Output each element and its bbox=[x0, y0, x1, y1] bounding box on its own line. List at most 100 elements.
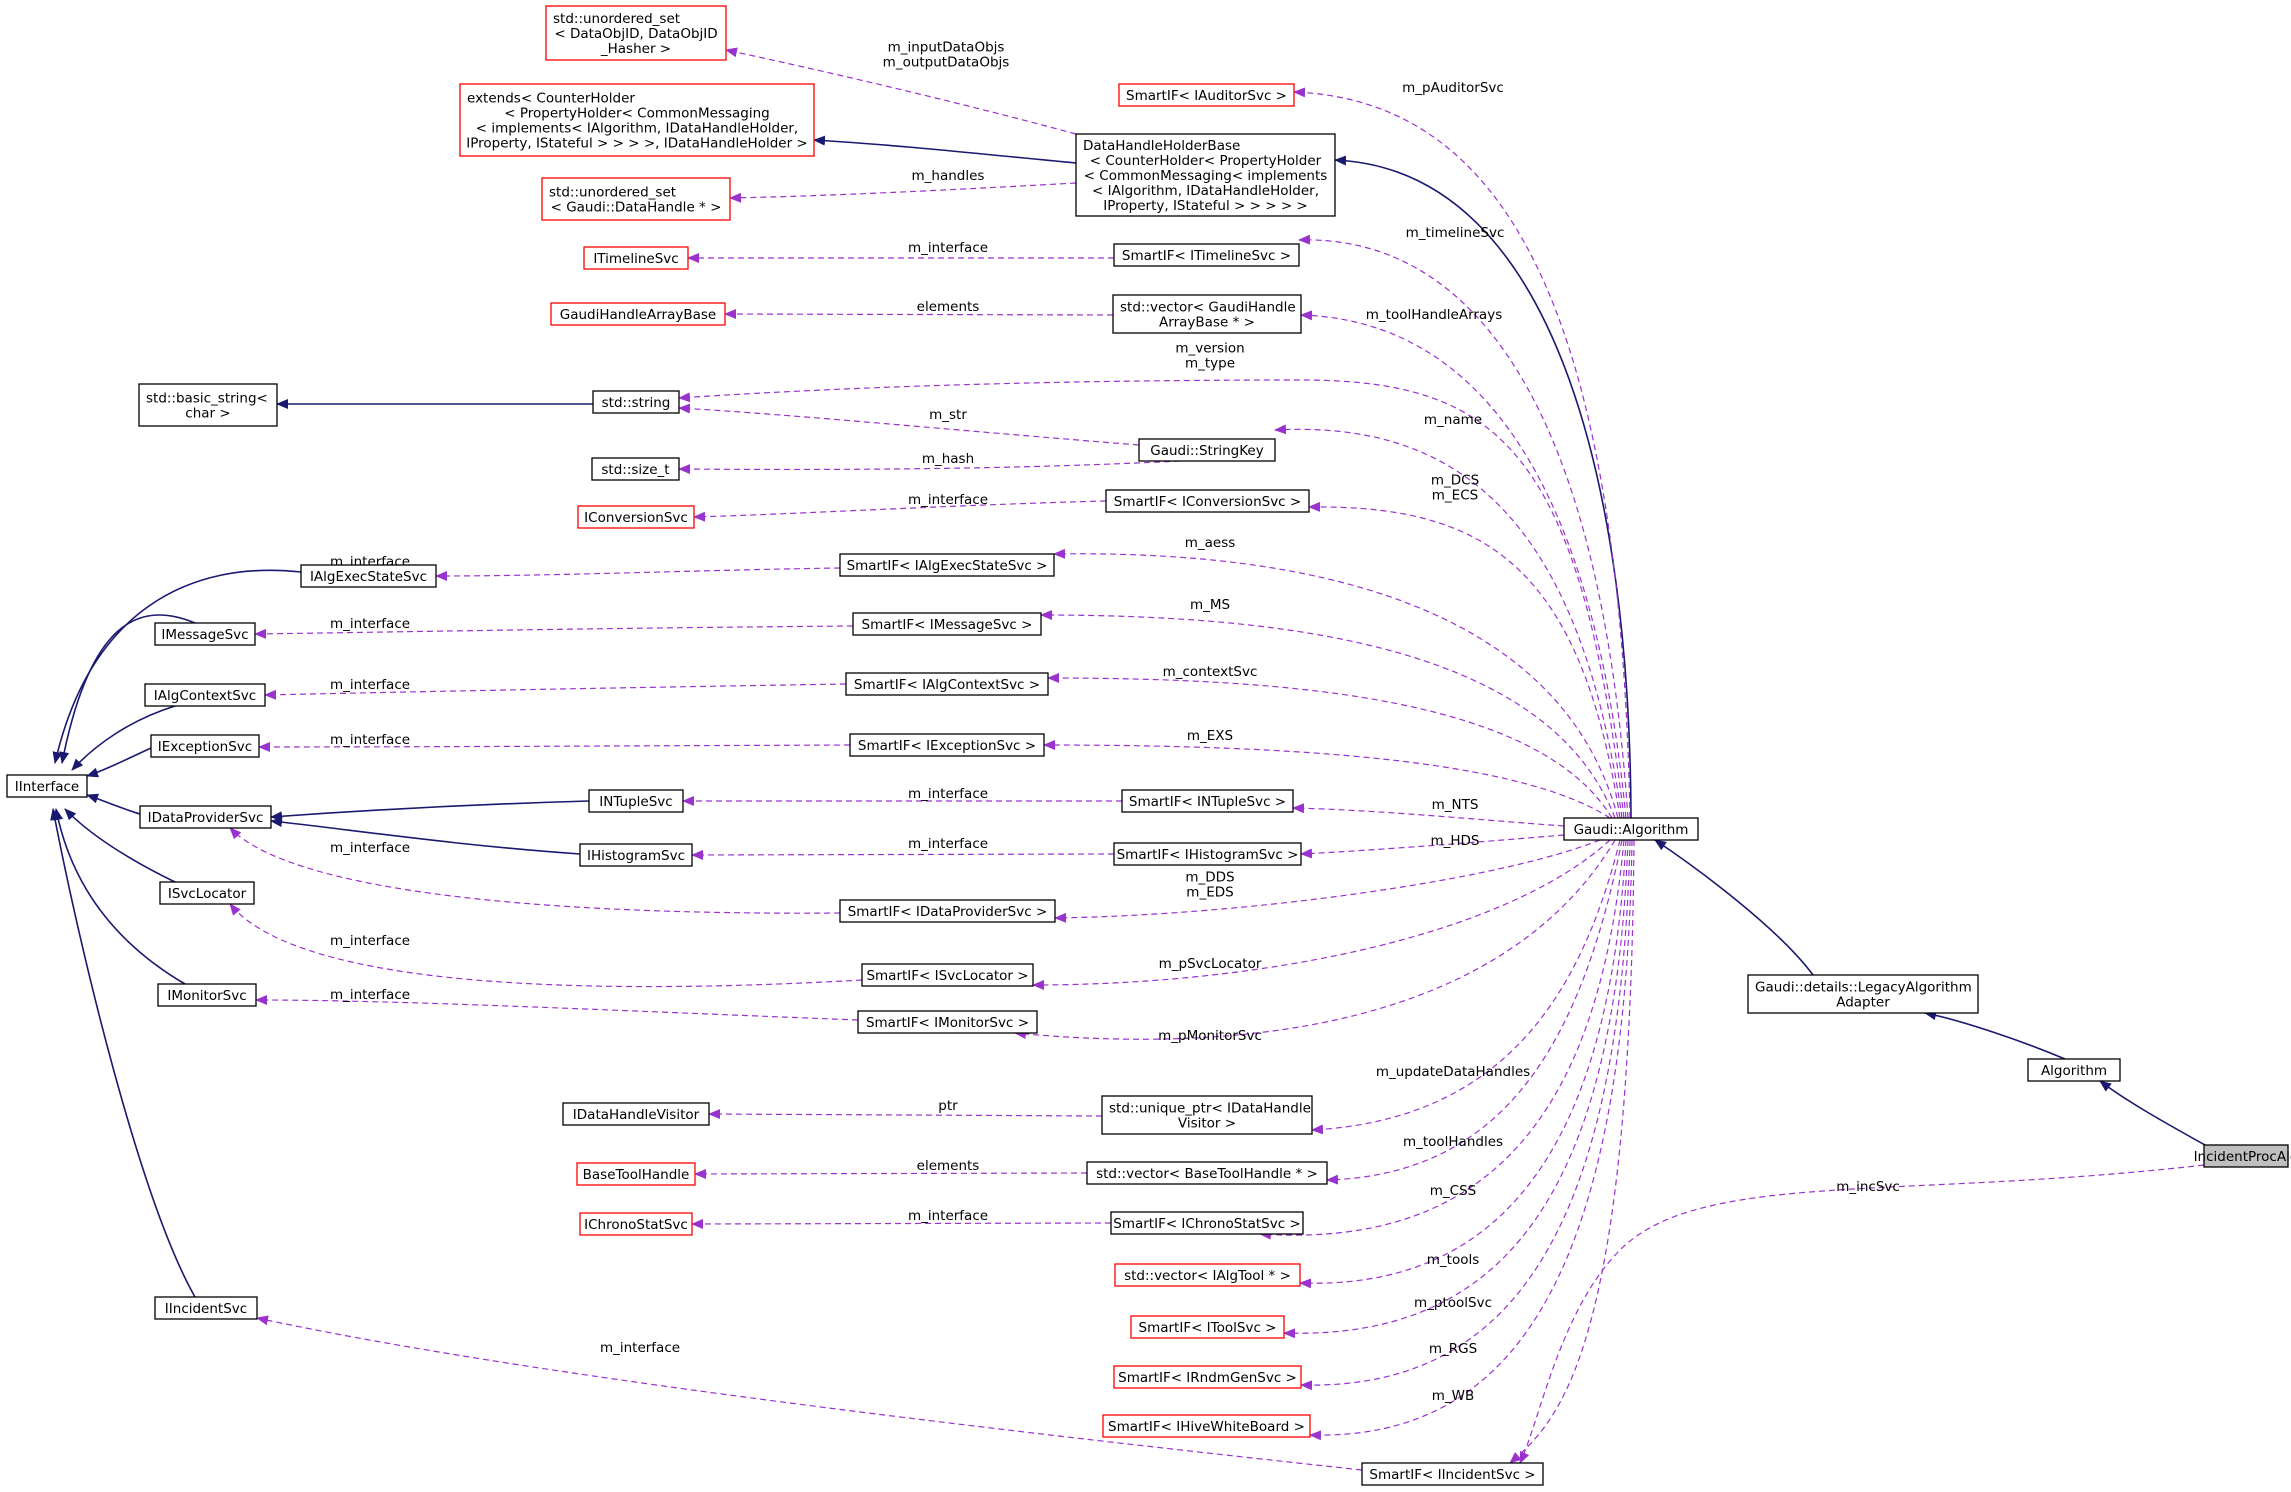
class-node-box bbox=[545, 5, 727, 61]
class-node-sif-irndmgensvc[interactable]: SmartIF< IRndmGenSvc > bbox=[1113, 1365, 1302, 1389]
usage-edge-incidentprocalg-to-sif-iincidentsvc bbox=[1519, 1164, 2205, 1464]
class-node-iconversionsvc[interactable]: IConversionSvc bbox=[577, 505, 695, 529]
class-node-box bbox=[154, 622, 256, 646]
class-node-sif-ihistogramsvc[interactable]: SmartIF< IHistogramSvc > bbox=[1113, 842, 1302, 866]
edge-label-nts: m_NTS bbox=[1432, 797, 1479, 813]
usage-edge-sif-idataprovidersvc-to-idataprovidersvc bbox=[229, 827, 841, 914]
class-node-itimelinesvc[interactable]: ITimelineSvc bbox=[583, 246, 689, 270]
class-node-incidentprocalg[interactable]: IncidentProcAlg bbox=[2194, 1144, 2291, 1168]
class-node-unordered-set-dataobj[interactable]: std::unordered_set< DataObjID, DataObjID… bbox=[545, 5, 727, 61]
usage-edge-gaudi-algorithm-to-sif-iauditorsvc bbox=[1293, 87, 1631, 819]
class-node-intuplesvc[interactable]: INTupleSvc bbox=[588, 789, 684, 813]
class-node-label: IAlgExecStateSvc bbox=[310, 569, 427, 585]
nodes-layer: std::unordered_set< DataObjID, DataObjID… bbox=[6, 5, 2291, 1486]
inheritance-edge-iincidentsvc-to-iinterface bbox=[50, 808, 196, 1298]
class-node-algorithm[interactable]: Algorithm bbox=[2027, 1058, 2121, 1082]
class-node-imessagesvc[interactable]: IMessageSvc bbox=[154, 622, 256, 646]
class-node-ihistogramsvc[interactable]: IHistogramSvc bbox=[579, 843, 693, 867]
class-node-iexceptionsvc[interactable]: IExceptionSvc bbox=[150, 734, 260, 758]
class-node-gaudi-algorithm[interactable]: Gaudi::Algorithm bbox=[1563, 817, 1699, 841]
class-node-sif-ihivewhiteboard[interactable]: SmartIF< IHiveWhiteBoard > bbox=[1102, 1414, 1311, 1438]
class-node-box bbox=[579, 1212, 693, 1236]
edge-labels-layer: m_inputDataObjsm_outputDataObjsm_handles… bbox=[330, 40, 1900, 1405]
class-node-basic-string[interactable]: std::basic_string<char > bbox=[138, 383, 278, 427]
class-node-extends[interactable]: extends< CounterHolder< PropertyHolder< … bbox=[459, 83, 815, 157]
edge-label-chrono-iface: m_interface bbox=[908, 1208, 988, 1224]
class-node-sif-ichronostatsvc[interactable]: SmartIF< IChronoStatSvc > bbox=[1110, 1211, 1304, 1235]
usage-edge-gaudi-algorithm-to-sif-irndmgensvc bbox=[1300, 839, 1631, 1391]
usage-edge-sif-ichronostatsvc-to-ichronostatsvc bbox=[691, 1218, 1112, 1229]
class-node-datahandleholderbase[interactable]: DataHandleHolderBase< CounterHolder< Pro… bbox=[1075, 133, 1336, 217]
class-node-sif-iincidentsvc[interactable]: SmartIF< IIncidentSvc > bbox=[1361, 1462, 1544, 1486]
usage-edge-gaudi-algorithm-to-sif-ichronostatsvc bbox=[1259, 839, 1625, 1240]
class-node-sif-imonitorsvc[interactable]: SmartIF< IMonitorSvc > bbox=[857, 1010, 1038, 1034]
usage-edge-gaudi-algorithm-to-sif-isvclocator bbox=[1032, 839, 1611, 990]
class-node-label: Gaudi::details::LegacyAlgorithm bbox=[1755, 980, 1972, 996]
class-node-isvclocator[interactable]: ISvcLocator bbox=[159, 881, 255, 905]
usage-edge-gaudi-algorithm-to-sif-intuplesvc bbox=[1292, 803, 1565, 827]
edge-label-dcs-ecs: m_ECS bbox=[1432, 488, 1478, 504]
class-node-box bbox=[579, 843, 693, 867]
class-node-sif-iexceptionsvc[interactable]: SmartIF< IExceptionSvc > bbox=[849, 733, 1045, 757]
class-node-sif-iconversionsvc[interactable]: SmartIF< IConversionSvc > bbox=[1105, 489, 1310, 513]
class-node-label: ISvcLocator bbox=[168, 886, 247, 902]
class-node-imonitorsvc[interactable]: IMonitorSvc bbox=[157, 983, 257, 1007]
class-node-box bbox=[541, 177, 731, 221]
class-node-label: SmartIF< IMonitorSvc > bbox=[866, 1015, 1029, 1031]
class-node-sif-ialgexecstatesvc[interactable]: SmartIF< IAlgExecStateSvc > bbox=[839, 553, 1055, 577]
class-node-label: SmartIF< IAlgExecStateSvc > bbox=[847, 558, 1048, 574]
class-node-sif-itoolsvc[interactable]: SmartIF< IToolSvc > bbox=[1130, 1315, 1285, 1339]
class-node-sif-itimelinesvc[interactable]: SmartIF< ITimelineSvc > bbox=[1113, 243, 1300, 267]
class-node-sif-intuplesvc[interactable]: SmartIF< INTupleSvc > bbox=[1121, 789, 1294, 813]
edge-label-msg-iface: m_interface bbox=[330, 616, 410, 632]
class-node-label: IAlgContextSvc bbox=[154, 688, 256, 704]
class-node-vec-ialgtool[interactable]: std::vector< IAlgTool * > bbox=[1114, 1263, 1301, 1287]
class-node-box bbox=[159, 881, 255, 905]
edge-label-pmonitorsvc: m_pMonitorSvc bbox=[1158, 1028, 1262, 1044]
edge-label-exc-iface: m_interface bbox=[330, 732, 410, 748]
class-node-sif-imessagesvc[interactable]: SmartIF< IMessageSvc > bbox=[852, 612, 1042, 636]
class-node-idataprovidersvc[interactable]: IDataProviderSvc bbox=[139, 805, 272, 829]
class-node-label: IInterface bbox=[15, 779, 79, 795]
class-node-ialgexecstatesvc[interactable]: IAlgExecStateSvc bbox=[300, 564, 437, 588]
usage-edge-sif-imonitorsvc-to-imonitorsvc bbox=[255, 995, 859, 1021]
class-node-label: SmartIF< IToolSvc > bbox=[1139, 1320, 1277, 1336]
class-node-sif-ialgcontextsvc[interactable]: SmartIF< IAlgContextSvc > bbox=[845, 672, 1049, 696]
class-node-box bbox=[139, 805, 272, 829]
edge-label-version-type: m_type bbox=[1185, 356, 1235, 372]
edge-label-inputoutput: m_outputDataObjs bbox=[883, 55, 1010, 71]
class-node-box bbox=[1361, 1462, 1544, 1486]
class-node-vec-basetoolhandle[interactable]: std::vector< BaseToolHandle * > bbox=[1086, 1161, 1328, 1185]
class-node-sif-idataprovidersvc[interactable]: SmartIF< IDataProviderSvc > bbox=[839, 899, 1056, 923]
usage-edge-vec-basetoolhandle-to-basetoolhandle bbox=[694, 1168, 1088, 1179]
edge-label-dp-iface: m_interface bbox=[330, 840, 410, 856]
edge-label-conv-iface: m_interface bbox=[908, 492, 988, 508]
class-node-idatahandlevisitor[interactable]: IDataHandleVisitor bbox=[562, 1102, 710, 1126]
class-node-label: IIncidentSvc bbox=[165, 1301, 247, 1317]
class-node-size-t[interactable]: std::size_t bbox=[591, 457, 680, 481]
usage-edge-datahandleholderbase-to-unordered-set-dataobj bbox=[725, 47, 1077, 135]
class-node-sif-iauditorsvc[interactable]: SmartIF< IAuditorSvc > bbox=[1118, 83, 1295, 107]
class-node-basetoolhandle[interactable]: BaseToolHandle bbox=[576, 1162, 696, 1186]
usage-edge-sif-imessagesvc-to-imessagesvc bbox=[254, 625, 854, 639]
usage-edge-gaudi-algorithm-to-sif-imonitorsvc bbox=[1014, 839, 1616, 1040]
usage-edge-gaudi-algorithm-to-sif-ihivewhiteboard bbox=[1309, 839, 1633, 1441]
usage-edge-gaudi-algorithm-to-sif-idataprovidersvc bbox=[1054, 839, 1601, 923]
class-node-iincidentsvc[interactable]: IIncidentSvc bbox=[154, 1296, 258, 1320]
class-node-ichronostatsvc[interactable]: IChronoStatSvc bbox=[579, 1212, 693, 1236]
class-node-box bbox=[2027, 1058, 2121, 1082]
class-node-unordered-set-handle[interactable]: std::unordered_set< Gaudi::DataHandle * … bbox=[541, 177, 731, 221]
class-node-ialgcontextsvc[interactable]: IAlgContextSvc bbox=[144, 683, 266, 707]
class-node-uptr-idatahandlevisitor[interactable]: std::unique_ptr< IDataHandleVisitor > bbox=[1101, 1095, 1313, 1135]
class-node-vec-gaudihandlearray[interactable]: std::vector< GaudiHandleArrayBase * > bbox=[1112, 294, 1302, 334]
class-node-box bbox=[154, 1296, 258, 1320]
class-node-sif-isvclocator[interactable]: SmartIF< ISvcLocator > bbox=[861, 963, 1034, 987]
class-node-box bbox=[1130, 1315, 1285, 1339]
class-node-gaudi-stringkey[interactable]: Gaudi::StringKey bbox=[1138, 438, 1276, 462]
class-node-label: std::vector< IAlgTool * > bbox=[1124, 1268, 1291, 1284]
class-node-std-string[interactable]: std::string bbox=[592, 390, 680, 414]
class-node-iinterface[interactable]: IInterface bbox=[6, 774, 88, 798]
class-node-gaudihandlearraybase[interactable]: GaudiHandleArrayBase bbox=[550, 302, 726, 326]
